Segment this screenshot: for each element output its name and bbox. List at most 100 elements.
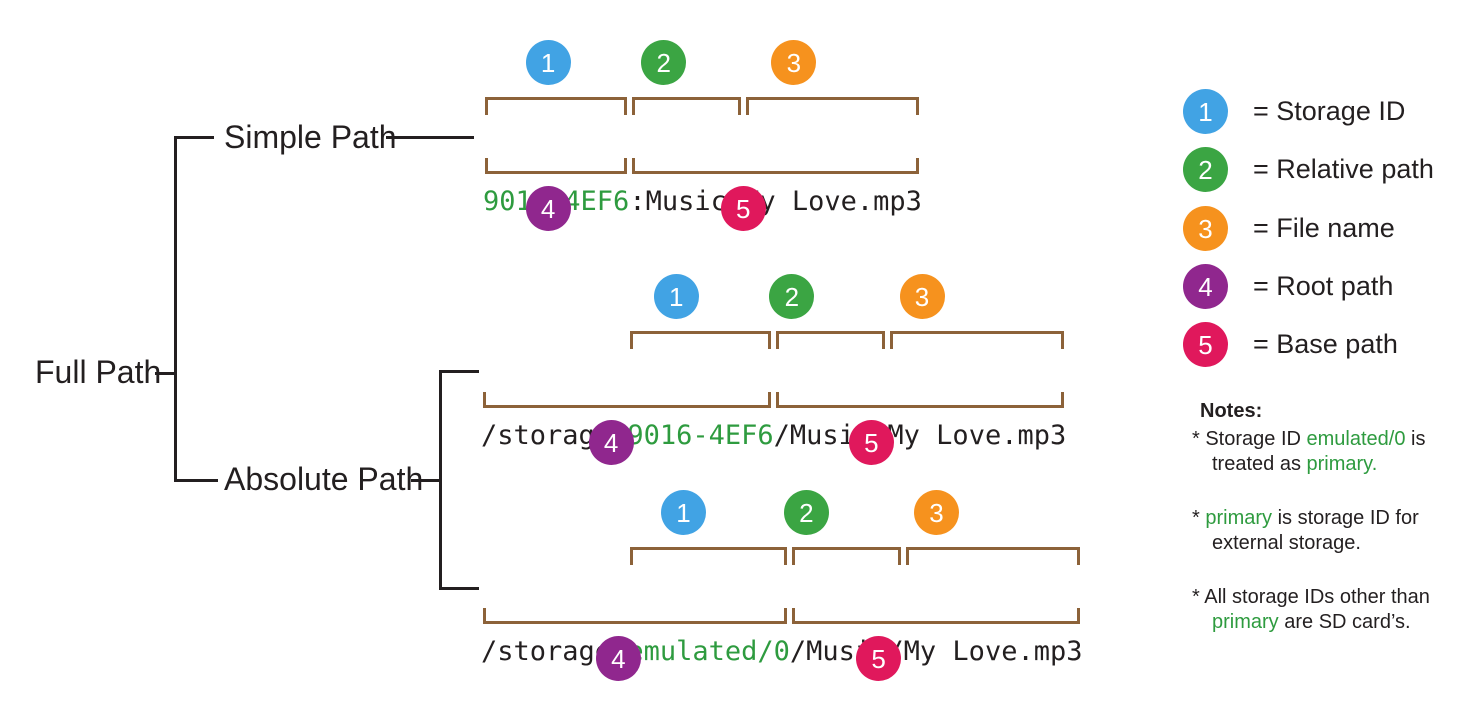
legend-marker-5: 5	[1183, 322, 1228, 367]
marker-storage-id: 1	[660, 490, 706, 535]
legend-label-relative-path: = Relative path	[1253, 154, 1434, 184]
marker-file-name: 3	[913, 490, 959, 535]
marker-number: 3	[929, 497, 944, 528]
marker-number: 2	[784, 281, 800, 312]
marker-number: 1	[540, 47, 556, 78]
path-segment-storage-id: 9016-4EF6	[627, 420, 774, 451]
path-row-absolute-primary: /storage/emulated/0/Music/My Love.mp3 1 …	[481, 490, 1082, 723]
note-text-green: emulated/0	[1306, 428, 1406, 450]
path-row-absolute-sd: /storage/9016-4EF6/Music/My Love.mp3 1 2…	[481, 274, 1066, 723]
bracket-storage-id	[485, 97, 627, 115]
path-text-absolute-primary: /storage/emulated/0/Music/My Love.mp3	[481, 636, 1082, 668]
path-segment-rest: /Music/My Love.mp3	[789, 636, 1083, 667]
note-line: treated as primary.	[1192, 452, 1462, 477]
note-text-green: primary	[1205, 507, 1273, 529]
tree-line-absolute-dash	[411, 479, 441, 482]
tree-line-absolute-vertical	[439, 370, 442, 590]
bracket-file-name	[906, 547, 1080, 565]
absolute-path-label: Absolute Path	[224, 461, 424, 497]
legend-marker-2: 2	[1183, 147, 1228, 192]
note-sd-cards: * All storage IDs other than primary are…	[1192, 585, 1462, 635]
marker-storage-id: 1	[525, 40, 571, 85]
bracket-file-name	[745, 97, 920, 115]
marker-number: 5	[871, 643, 886, 674]
bracket-storage-id	[629, 547, 788, 565]
note-text: is	[1405, 428, 1426, 450]
note-text-green: primary.	[1306, 453, 1378, 475]
bracket-base-path	[631, 158, 920, 174]
legend-item-relative-path: 2 = Relative path	[1183, 147, 1434, 192]
bracket-relative-path	[776, 331, 885, 349]
bracket-base-path	[792, 608, 1080, 624]
marker-base-path: 5	[720, 186, 766, 231]
marker-number: 5	[736, 193, 751, 224]
marker-number: 2	[1198, 154, 1213, 185]
tree-line-root-dash	[155, 372, 174, 375]
marker-number: 1	[676, 497, 691, 528]
legend-label-storage-id: = Storage ID	[1253, 96, 1406, 126]
legend-label-file-name: = File name	[1253, 213, 1395, 243]
marker-relative-path: 2	[769, 274, 815, 319]
bracket-base-path	[776, 392, 1064, 408]
bracket-root-path	[483, 608, 788, 624]
bracket-root-path	[485, 158, 627, 174]
path-segment-rest: /Music/My Love.mp3	[773, 420, 1067, 451]
marker-storage-id: 1	[653, 274, 699, 319]
note-text: is storage ID for	[1272, 507, 1419, 529]
tree-line-absolute-stub-bottom	[439, 587, 479, 590]
note-line: * Storage ID emulated/0 is	[1192, 427, 1462, 452]
full-path-label: Full Path	[35, 354, 162, 390]
marker-number: 5	[1198, 329, 1213, 360]
note-emulated-primary: * Storage ID emulated/0 is treated as pr…	[1192, 427, 1462, 477]
bracket-relative-path	[792, 547, 902, 565]
marker-file-name: 3	[771, 40, 817, 85]
note-text: are SD card’s.	[1278, 611, 1411, 633]
marker-number: 3	[1198, 213, 1213, 244]
legend-label-root-path: = Root path	[1253, 271, 1394, 301]
marker-relative-path: 2	[641, 40, 687, 85]
note-text: * All storage IDs other than	[1192, 586, 1430, 608]
marker-base-path: 5	[848, 420, 894, 465]
legend-marker-4: 4	[1183, 264, 1228, 309]
legend-item-root-path: 4 = Root path	[1183, 264, 1393, 309]
notes-block: Notes: * Storage ID emulated/0 is treate…	[1192, 399, 1462, 664]
legend-item-storage-id: 1 = Storage ID	[1183, 89, 1405, 134]
marker-number: 4	[1198, 271, 1213, 302]
legend-item-base-path: 5 = Base path	[1183, 322, 1398, 367]
marker-number: 2	[799, 497, 814, 528]
tree-line-absolute-stub-top	[439, 370, 479, 373]
tree-line-main-vertical	[174, 136, 177, 482]
marker-root-path: 4	[588, 420, 634, 465]
note-line: external storage.	[1192, 531, 1462, 556]
marker-number: 2	[656, 47, 671, 78]
note-text-green: primary	[1212, 611, 1279, 633]
marker-number: 3	[914, 281, 930, 312]
marker-root-path: 4	[595, 636, 641, 681]
tree-line-absolute-branch	[174, 479, 218, 482]
path-text-absolute-sd: /storage/9016-4EF6/Music/My Love.mp3	[481, 420, 1066, 452]
marker-number: 5	[864, 427, 879, 458]
legend-marker-3: 3	[1183, 206, 1228, 251]
bracket-file-name	[889, 331, 1064, 349]
tree-line-simple-branch	[174, 136, 214, 139]
path-segment-storage-id: emulated/0	[627, 636, 790, 667]
simple-path-label: Simple Path	[224, 119, 397, 155]
marker-relative-path: 2	[783, 490, 829, 535]
legend-item-file-name: 3 = File name	[1183, 206, 1395, 251]
marker-number: 1	[1198, 96, 1213, 127]
marker-base-path: 5	[856, 636, 902, 681]
legend-marker-1: 1	[1183, 89, 1228, 134]
bracket-relative-path	[631, 97, 741, 115]
marker-number: 4	[611, 643, 626, 674]
note-line: * primary is storage ID for	[1192, 506, 1462, 531]
marker-root-path: 4	[525, 186, 571, 231]
note-line: * All storage IDs other than	[1192, 585, 1462, 610]
marker-number: 4	[603, 427, 619, 458]
note-text: treated as	[1212, 453, 1307, 475]
note-primary-external: * primary is storage ID for external sto…	[1192, 506, 1462, 556]
note-text: *	[1192, 507, 1206, 529]
note-text: external storage.	[1212, 532, 1361, 554]
path-segment-rest: :Music/My Love.mp3	[629, 186, 922, 217]
tree-line-simple-connector	[386, 136, 474, 139]
